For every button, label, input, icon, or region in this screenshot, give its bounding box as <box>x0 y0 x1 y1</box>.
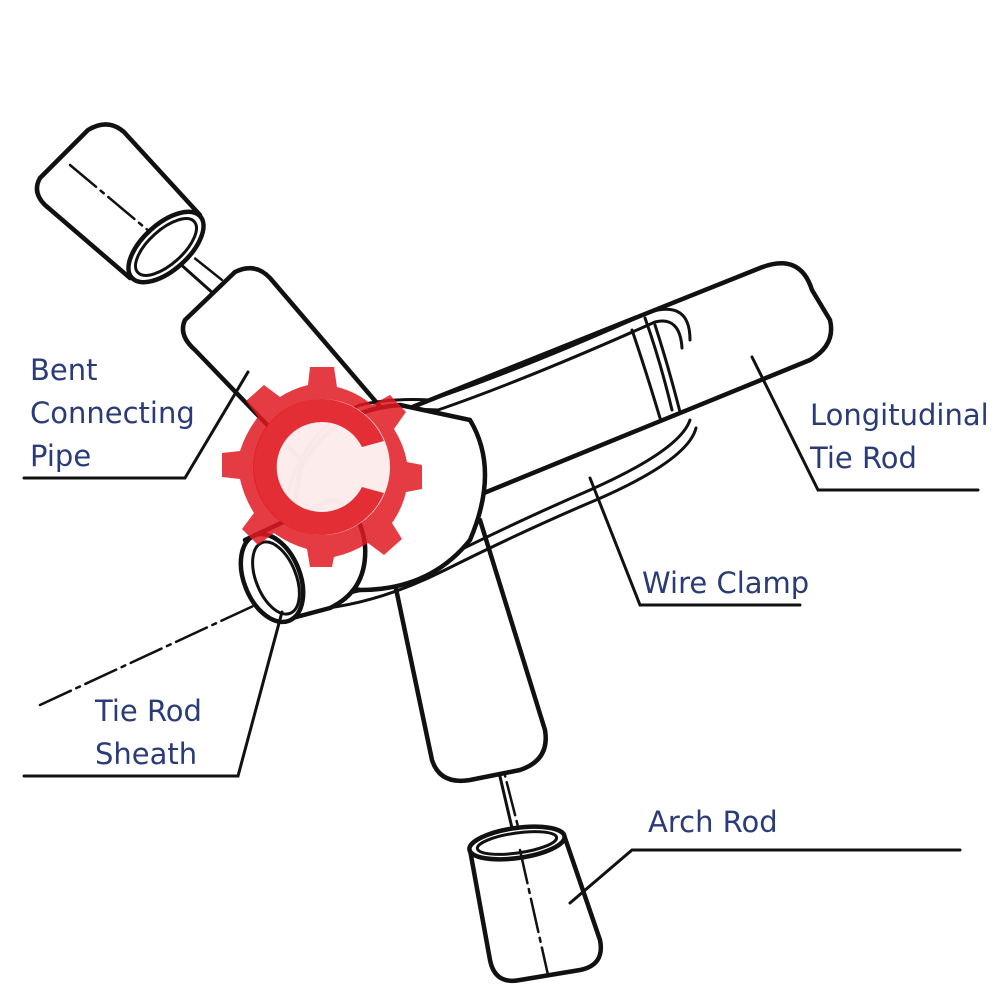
leader-wire-clamp <box>588 476 802 607</box>
label-bent-connecting-pipe: Bent Connecting Pipe <box>30 353 195 473</box>
label-tie-rod-sheath: Tie Rod Sheath <box>94 694 202 771</box>
watermark <box>222 367 422 567</box>
leader-longitudinal <box>750 355 980 492</box>
top-sleeve <box>34 122 206 285</box>
leader-bent-pipe <box>22 370 250 480</box>
label-line: Sheath <box>95 737 197 771</box>
label-wire-clamp: Wire Clamp <box>642 566 809 600</box>
label-line: Longitudinal <box>810 398 989 432</box>
label-line: Tie Rod <box>809 441 917 475</box>
leader-tie-rod-sheath <box>22 610 284 778</box>
label-line: Arch Rod <box>648 805 778 839</box>
leader-lines <box>22 355 980 905</box>
bottom-sleeve <box>467 824 604 984</box>
gear-icon <box>222 367 422 567</box>
leader-arch-rod <box>568 848 962 905</box>
longitudinal-tie-rod <box>377 261 834 518</box>
top-connector-line <box>176 260 217 297</box>
label-line: Wire Clamp <box>642 566 809 600</box>
label-line: Bent <box>30 353 98 387</box>
label-longitudinal-tie-rod: Longitudinal Tie Rod <box>809 398 989 475</box>
label-arch-rod: Arch Rod <box>648 805 778 839</box>
label-line: Tie Rod <box>94 694 202 728</box>
label-line: Connecting <box>30 396 195 430</box>
bottom-connector-line <box>496 766 514 830</box>
label-line: Pipe <box>30 439 91 473</box>
arch-rod <box>387 517 548 784</box>
